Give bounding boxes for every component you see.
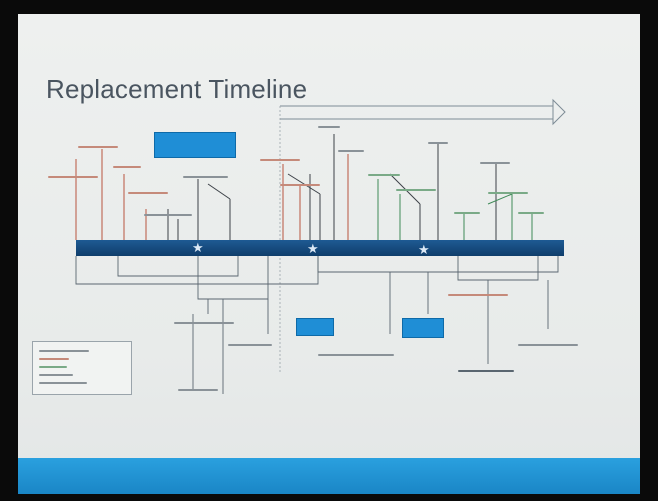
illegible-label <box>183 176 228 178</box>
illegible-label <box>228 344 272 346</box>
lower-brackets <box>75 256 559 394</box>
illegible-label <box>480 162 510 164</box>
star-icon: ★ <box>418 242 430 257</box>
illegible-label <box>128 192 168 194</box>
timeline-bar <box>76 240 564 256</box>
illegible-label <box>39 374 73 376</box>
illegible-label <box>338 150 364 152</box>
illegible-label <box>428 142 448 144</box>
illegible-label <box>518 212 544 214</box>
illegible-label <box>39 350 89 352</box>
illegible-label <box>39 358 69 360</box>
callout-box-right <box>402 318 444 338</box>
callout-box-middle <box>296 318 334 336</box>
illegible-label <box>454 212 480 214</box>
illegible-label <box>174 322 234 324</box>
timeline-diagram <box>75 98 566 394</box>
illegible-label <box>318 126 340 128</box>
illegible-label <box>280 184 320 186</box>
illegible-label <box>260 159 300 161</box>
illegible-label <box>448 294 508 296</box>
star-icon: ★ <box>192 240 204 255</box>
illegible-label <box>458 370 514 372</box>
illegible-label <box>178 389 218 391</box>
illegible-label <box>488 192 528 194</box>
arrow-right-icon <box>552 98 566 126</box>
illegible-label <box>368 174 400 176</box>
illegible-label <box>48 176 98 178</box>
illegible-label <box>396 189 436 191</box>
illegible-label <box>518 344 578 346</box>
illegible-label <box>318 354 394 356</box>
slide-title: Replacement Timeline <box>46 74 308 104</box>
illegible-label <box>39 382 87 384</box>
illegible-label <box>39 366 67 368</box>
illegible-label <box>113 166 141 168</box>
star-icon: ★ <box>307 241 319 256</box>
slide-footer-bar <box>18 458 640 494</box>
projected-slide: Replacement Timeline <box>18 14 640 494</box>
callout-box-top <box>154 132 236 158</box>
illegible-label <box>78 146 118 148</box>
upper-markers <box>75 134 533 240</box>
illegible-label <box>144 214 192 216</box>
legend-box <box>32 341 132 395</box>
